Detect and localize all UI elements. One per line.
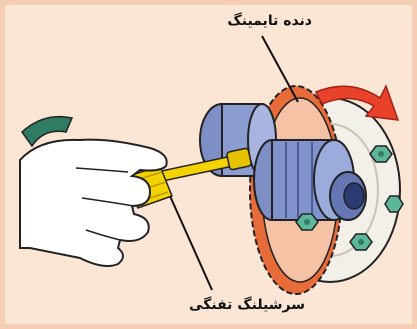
bolt-right (385, 196, 403, 212)
leader-line-gear (262, 36, 298, 102)
label-timing-gear: دنده تایمینگ (227, 13, 312, 29)
hand (20, 117, 167, 266)
bolt-top (370, 146, 392, 162)
bolt-left (296, 214, 318, 230)
leader-line-nozzle (170, 196, 212, 290)
bolt-bottom (350, 234, 372, 250)
label-grease-gun-nozzle: سرشیلنگ تفنگی (189, 297, 305, 313)
